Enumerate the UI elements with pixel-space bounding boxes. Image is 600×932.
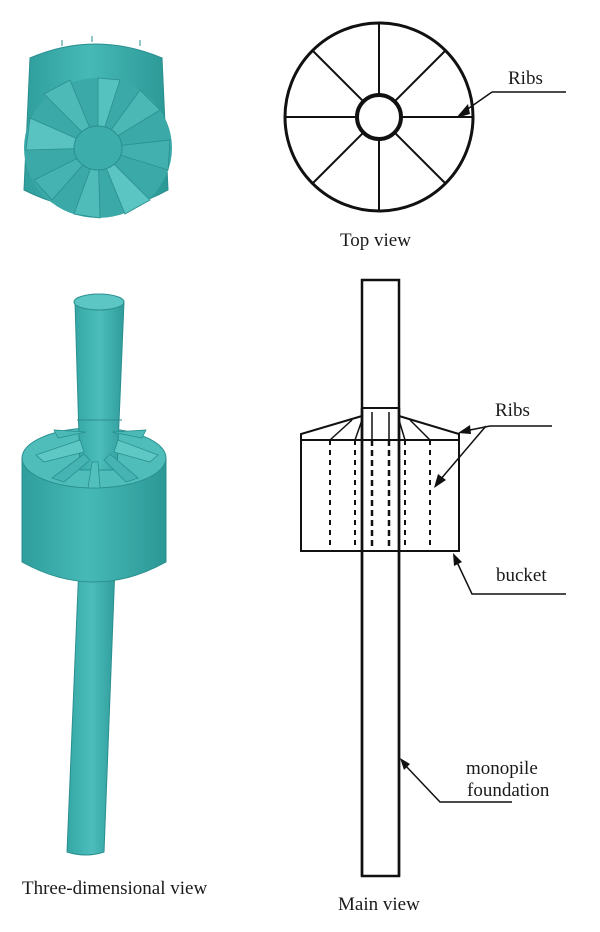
main-view-diagram <box>300 278 566 878</box>
monopile-label-line2: foundation <box>467 780 550 801</box>
monopile-bucket-3d-view <box>21 293 167 856</box>
top-view-caption: Top view <box>340 230 411 251</box>
main-ribs-label: Ribs <box>495 400 530 421</box>
three-dimensional-view-caption: Three-dimensional view <box>22 878 207 899</box>
top-view-diagram <box>283 21 566 213</box>
main-view-caption: Main view <box>338 894 420 915</box>
monopile-label-line1: monopile <box>466 758 538 779</box>
bucket-label: bucket <box>496 565 547 586</box>
bucket-3d-bottom-view <box>23 36 172 219</box>
top-ribs-label: Ribs <box>508 68 543 89</box>
